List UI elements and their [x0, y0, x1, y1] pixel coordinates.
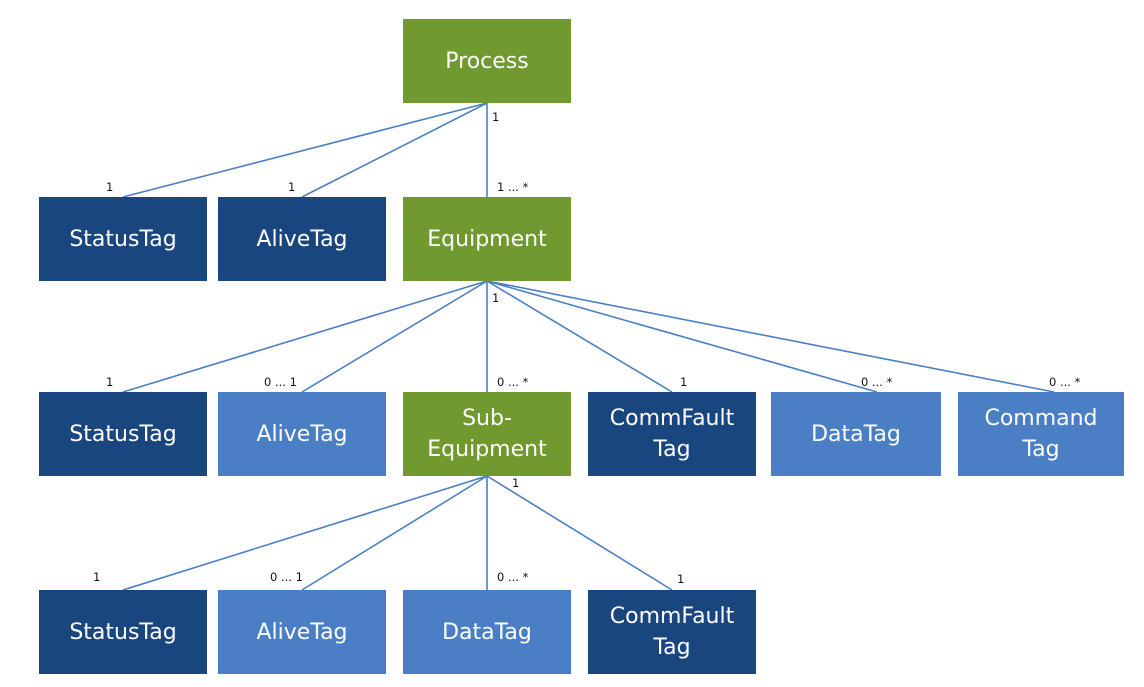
equipment-label: Equipment	[427, 226, 547, 252]
process-node: Process	[403, 19, 571, 103]
multiplicity-subequipment-target: 0 ... *	[497, 375, 529, 389]
statustag-label: StatusTag	[69, 421, 177, 447]
alivetag-node-level1: AliveTag	[218, 197, 386, 281]
link-subequipment-l3-status	[122, 475, 488, 591]
statustag-node-level3: StatusTag	[39, 590, 207, 674]
link-equipment-l2-alive	[301, 280, 488, 393]
multiplicity-process-source: 1	[492, 110, 500, 124]
multiplicity-l2-command: 0 ... *	[1049, 375, 1081, 389]
multiplicity-l2-commfault: 1	[680, 375, 688, 389]
link-equipment-l2-status	[122, 280, 488, 393]
statustag-label: StatusTag	[69, 226, 177, 252]
link-process-l1-alive	[301, 102, 488, 198]
multiplicity-l2-status: 1	[106, 375, 114, 389]
multiplicity-equipment-source: 1	[492, 291, 500, 305]
alivetag-node-level3: AliveTag	[218, 590, 386, 674]
subequipment-node: Sub- Equipment	[403, 392, 571, 476]
multiplicity-l3-commfault: 1	[677, 572, 685, 586]
statustag-node-level2: StatusTag	[39, 392, 207, 476]
link-subequipment-l3-alive	[301, 475, 488, 591]
link-equipment-l2-command	[486, 280, 1055, 393]
commandtag-node-level2: Command Tag	[958, 392, 1124, 476]
link-equipment-l2-data	[486, 280, 878, 393]
multiplicity-l1-alive: 1	[288, 180, 296, 194]
multiplicity-l3-status: 1	[93, 570, 101, 584]
link-equipment-l2-commfault	[486, 280, 673, 393]
multiplicity-l2-alive: 0 ... 1	[264, 375, 297, 389]
multiplicity-l3-data: 0 ... *	[497, 570, 529, 584]
alivetag-node-level2: AliveTag	[218, 392, 386, 476]
commfaulttag-label: CommFault Tag	[609, 604, 735, 660]
commfaulttag-node-level2: CommFault Tag	[588, 392, 756, 476]
alivetag-label: AliveTag	[256, 421, 348, 447]
statustag-label: StatusTag	[69, 619, 177, 645]
datatag-node-level2: DataTag	[771, 392, 941, 476]
datatag-node-level3: DataTag	[403, 590, 571, 674]
statustag-node-level1: StatusTag	[39, 197, 207, 281]
link-subequipment-l3-commfault	[486, 475, 673, 591]
commfaulttag-label: CommFault Tag	[609, 406, 735, 462]
commandtag-label: Command Tag	[984, 406, 1098, 462]
multiplicity-equipment-target: 1 ... *	[497, 180, 529, 194]
commfaulttag-node-level3: CommFault Tag	[588, 590, 756, 674]
process-label: Process	[445, 48, 529, 74]
equipment-node: Equipment	[403, 197, 571, 281]
multiplicity-subequipment-source: 1	[512, 476, 520, 490]
alivetag-label: AliveTag	[256, 226, 348, 252]
alivetag-label: AliveTag	[256, 619, 348, 645]
multiplicity-l3-alive: 0 ... 1	[270, 570, 303, 584]
multiplicity-l2-data: 0 ... *	[861, 375, 893, 389]
datatag-label: DataTag	[811, 421, 901, 447]
subequipment-label: Sub- Equipment	[427, 406, 547, 462]
datatag-label: DataTag	[442, 619, 532, 645]
multiplicity-l1-status: 1	[106, 180, 114, 194]
link-process-l1-status	[122, 102, 488, 198]
